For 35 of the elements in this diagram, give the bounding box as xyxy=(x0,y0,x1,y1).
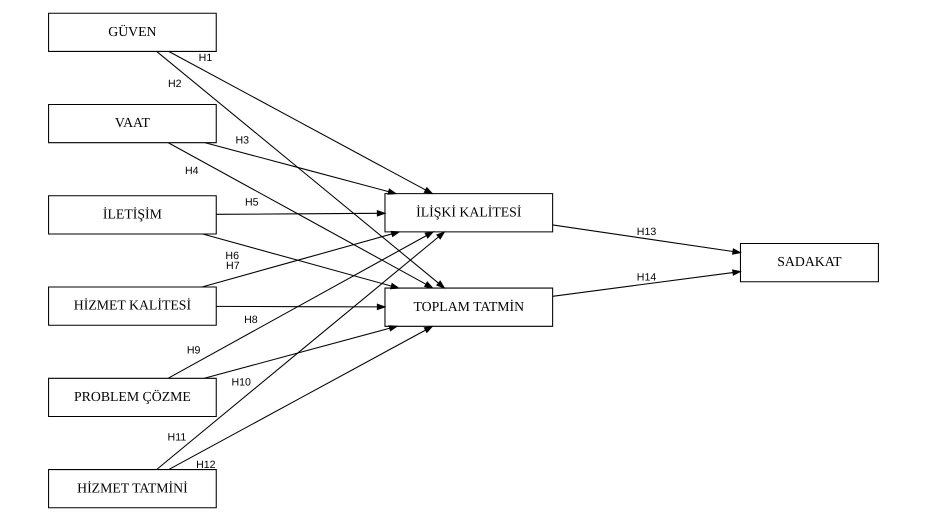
arrow xyxy=(168,325,434,470)
edge-label: H10 xyxy=(232,376,251,388)
arrow xyxy=(156,50,446,288)
arrow xyxy=(552,224,742,254)
arrow xyxy=(552,268,742,296)
arrow xyxy=(216,303,386,310)
edge-label: H5 xyxy=(245,196,259,208)
node-box: HİZMET KALİTESİ xyxy=(48,286,217,326)
edge-label: H2 xyxy=(168,77,182,90)
edge-label: H1 xyxy=(198,51,212,64)
node-box: İLETİŞİM xyxy=(48,194,217,234)
node-box: SADAKAT xyxy=(740,242,879,282)
node-box: TOPLAM TATMİN xyxy=(384,287,554,326)
edge-label: H7 xyxy=(226,260,240,272)
arrow xyxy=(168,230,434,378)
edge-label: H9 xyxy=(186,344,200,356)
arrow xyxy=(204,324,398,378)
arrow xyxy=(168,142,434,288)
node-box: VAAT xyxy=(48,103,217,143)
edge-label: H3 xyxy=(235,134,250,146)
arrow xyxy=(216,209,386,216)
node-box: PROBLEM ÇÖZME xyxy=(48,377,217,417)
edge-label: H11 xyxy=(168,431,186,444)
edge-label: H6 xyxy=(225,250,240,262)
node-box: HİZMET TATMİNİ xyxy=(48,468,217,508)
edge-label: H4 xyxy=(185,164,199,177)
edge-label: H13 xyxy=(636,226,656,238)
edge-label: H12 xyxy=(196,458,216,470)
edge-label: H8 xyxy=(244,314,258,326)
node-box: GÜVEN xyxy=(48,12,217,52)
arrow xyxy=(168,50,434,194)
arrow xyxy=(156,230,446,470)
node-box: İLİŞKİ KALİTESİ xyxy=(384,192,554,232)
edge-label: H14 xyxy=(636,271,656,284)
arrow xyxy=(205,142,398,194)
